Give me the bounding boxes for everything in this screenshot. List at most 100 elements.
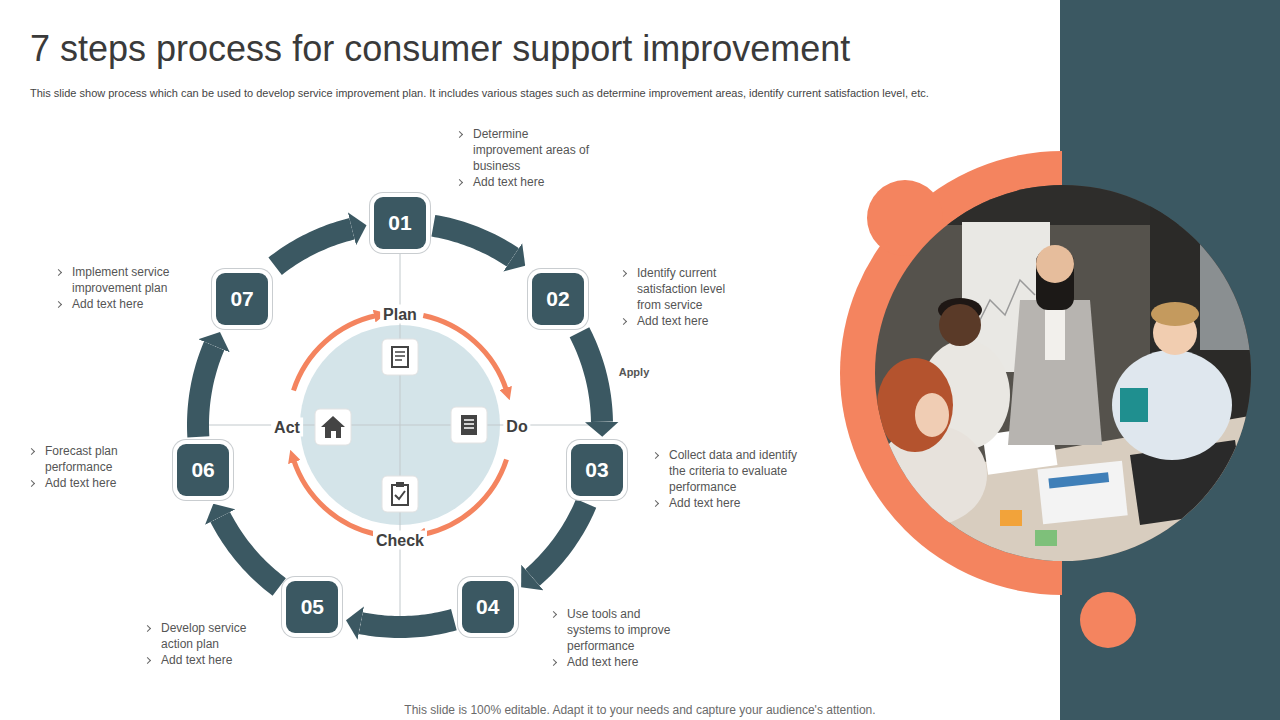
step-number-box: 01: [374, 197, 426, 249]
icon-tile: [382, 476, 418, 512]
bullet-item: Add text here: [653, 495, 804, 511]
check-icon: [382, 476, 418, 512]
person-head: [1036, 245, 1074, 283]
person-body: [1008, 300, 1102, 445]
bullet-chevron: [620, 270, 627, 277]
slide-title: 7 steps process for consumer support imp…: [30, 28, 850, 70]
quadrant-lines: [209, 234, 591, 616]
step-text: Add text here: [669, 495, 804, 511]
icon-shape: [461, 415, 477, 435]
bullet-chevron: [28, 480, 35, 487]
photo-background: [870, 180, 1260, 570]
bullet-item: Use tools and systems to improve perform…: [551, 606, 685, 654]
cycle-arrow: [294, 316, 377, 391]
icon-tile: [315, 409, 351, 445]
phase-label: Check: [373, 531, 427, 550]
phase-label: Plan: [380, 305, 420, 324]
step-number: 05: [301, 595, 324, 619]
step-text: Identify current satisfaction level from…: [637, 265, 745, 313]
step-text: Add text here: [72, 296, 184, 312]
paper: [1037, 461, 1127, 525]
bullet-item: Add text here: [551, 654, 685, 670]
step-number: 03: [585, 458, 608, 482]
person-hair: [877, 358, 953, 452]
phase-label: Do: [503, 417, 530, 436]
step-number-box: 07: [216, 273, 268, 325]
icon-shape: [392, 347, 408, 367]
bullet-chevron: [456, 179, 463, 186]
bullet-chevron: [550, 659, 557, 666]
step-text: Implement service improvement plan: [72, 264, 184, 296]
notebook: [1120, 388, 1148, 422]
ring-arrow: [361, 620, 454, 627]
window: [1200, 230, 1255, 350]
step-number-box: 05: [286, 581, 338, 633]
bullet-chevron: [55, 269, 62, 276]
step-text: Determine improvement areas of business: [473, 126, 591, 174]
slide-subtitle: This slide show process which can be use…: [30, 86, 1055, 100]
bullet-item: Forecast plan performance: [29, 443, 145, 475]
bullet-item: Develop service action plan: [145, 620, 271, 652]
bullet-chevron: [28, 448, 35, 455]
act-icon: [315, 409, 351, 445]
person-hair: [1151, 302, 1199, 326]
bullet-item: Collect data and identify the criteria t…: [653, 447, 804, 495]
bullet-chevron: [620, 318, 627, 325]
step-text: Add text here: [161, 652, 271, 668]
bullet-chevron: [456, 131, 463, 138]
bullet-chevron: [652, 500, 659, 507]
step-number-box: 04: [462, 581, 514, 633]
bullet-chevron: [144, 657, 151, 664]
icon-shape: [395, 491, 405, 499]
step-number: 07: [230, 287, 253, 311]
icon-shape: [396, 482, 404, 487]
step-number-box: 03: [571, 444, 623, 496]
step-description: Collect data and identify the criteria t…: [653, 447, 804, 511]
step-description: Use tools and systems to improve perform…: [551, 606, 685, 670]
icon-tile: [382, 339, 418, 375]
ring-arrow: [579, 332, 602, 422]
step-number: 01: [388, 211, 411, 235]
person-face: [915, 393, 949, 437]
bullet-chevron: [55, 301, 62, 308]
meeting-photo: [870, 180, 1260, 570]
step-description: Implement service improvement planAdd te…: [56, 264, 184, 312]
bullet-item: Add text here: [145, 652, 271, 668]
bullet-chevron: [144, 625, 151, 632]
step-number-box: 02: [532, 273, 584, 325]
icon-shape: [321, 416, 345, 438]
sticky-note: [1000, 510, 1022, 526]
ring-arrow: [433, 226, 512, 258]
sticky-note: [1035, 530, 1057, 546]
icon-shape: [392, 485, 408, 505]
step-text: Add text here: [637, 313, 745, 329]
bullet-item: Implement service improvement plan: [56, 264, 184, 296]
ring-arrow: [275, 229, 352, 266]
step-number: 06: [191, 458, 214, 482]
bullet-item: Determine improvement areas of business: [457, 126, 591, 174]
step-text: Add text here: [473, 174, 591, 190]
person-body: [1112, 350, 1232, 460]
bullet-item: Add text here: [29, 475, 145, 491]
step-text: Add text here: [567, 654, 685, 670]
step-description: Develop service action planAdd text here: [145, 620, 271, 668]
step-number: 02: [546, 287, 569, 311]
cycle-arrow: [294, 460, 377, 535]
step-number: 04: [476, 595, 499, 619]
icon-shape: [464, 420, 474, 428]
step-number-box: 06: [177, 444, 229, 496]
bullet-item: Add text here: [457, 174, 591, 190]
icon-shape: [331, 431, 336, 438]
ring-arrow: [220, 517, 279, 587]
bullet-chevron: [652, 452, 659, 459]
bullet-chevron: [550, 611, 557, 618]
edge-label: Apply: [617, 366, 652, 378]
ring-arrow: [532, 503, 586, 577]
footer-caption: This slide is 100% editable. Adapt it to…: [340, 703, 940, 717]
step-text: Forecast plan performance: [45, 443, 145, 475]
cycle-arrow: [423, 316, 506, 391]
step-text: Add text here: [45, 475, 145, 491]
icon-shape: [395, 352, 405, 360]
step-text: Use tools and systems to improve perform…: [567, 606, 685, 654]
step-text: Develop service action plan: [161, 620, 271, 652]
